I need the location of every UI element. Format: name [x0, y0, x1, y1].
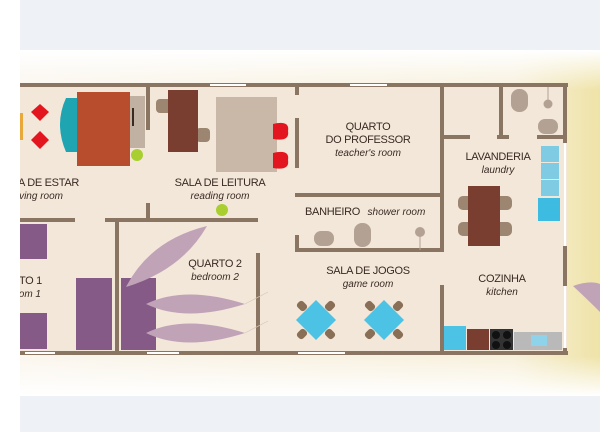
teacher-room-sublabel: teacher's room	[335, 148, 401, 159]
washer-icon	[538, 198, 560, 221]
bathroom-fixtures	[314, 87, 558, 250]
plant-icon	[216, 204, 228, 216]
armchair-icon	[31, 131, 49, 149]
wardrobe-icon	[121, 278, 156, 350]
living-room-furniture	[20, 92, 145, 166]
teacher-room-label-2: DO PROFESSOR	[325, 134, 410, 146]
walls	[20, 83, 568, 355]
bed-icon	[20, 313, 47, 349]
kitchen-furniture	[444, 326, 562, 350]
bedroom-1-furniture	[20, 224, 112, 350]
toilet-icon	[511, 89, 528, 112]
game-table-icon	[296, 300, 336, 340]
chair-icon	[273, 151, 289, 169]
plant-icon	[131, 149, 143, 161]
bathroom-sublabel: shower room	[368, 207, 426, 218]
hammock-icon	[146, 323, 245, 343]
side-table-icon	[20, 113, 23, 140]
sofa-icon	[60, 98, 78, 152]
room-labels: SALA DE ESTAR living room SALA DE LEITUR…	[0, 121, 532, 300]
bathroom-label: BANHEIRO shower room	[305, 202, 425, 219]
hammock-icon	[146, 294, 245, 314]
teacher-room-label-1: QUARTO	[346, 121, 392, 133]
top-band	[20, 0, 600, 50]
sink-icon	[314, 231, 334, 246]
cabinet-icon	[467, 329, 489, 350]
shower-icon	[543, 99, 553, 109]
reading-room-furniture	[156, 90, 289, 216]
fridge-icon	[444, 326, 466, 350]
chair-icon	[273, 122, 289, 140]
reading-room-label: SALA DE LEITURA	[175, 177, 267, 189]
shower-icon	[415, 227, 425, 237]
laundry-sublabel: laundry	[482, 165, 516, 176]
desk-icon	[168, 90, 198, 152]
bed-icon	[20, 224, 47, 259]
reading-room-sublabel: reading room	[191, 191, 250, 202]
shelf-icon	[541, 146, 559, 162]
laundry-label: LAVANDERIA	[465, 151, 531, 163]
windows	[25, 84, 566, 354]
bathroom-name: BANHEIRO	[305, 206, 361, 218]
rug-icon	[77, 92, 130, 166]
laundry-furniture	[458, 146, 560, 246]
game-room-sublabel: game room	[343, 279, 394, 290]
game-room-furniture	[296, 300, 404, 340]
kitchen-sublabel: kitchen	[486, 287, 518, 298]
bottom-band	[20, 396, 600, 432]
bedroom-2-label: QUARTO 2	[188, 258, 242, 270]
game-room-label: SALA DE JOGOS	[326, 265, 410, 277]
wardrobe-icon	[76, 278, 112, 350]
living-room-label: SALA DE ESTAR	[0, 177, 79, 189]
bedroom-1-sublabel: bedroom 1	[0, 289, 41, 300]
sink-icon	[531, 335, 547, 346]
hammock-icon	[126, 226, 207, 287]
game-table-icon	[364, 300, 404, 340]
living-room-sublabel: living room	[15, 191, 63, 202]
bedroom-2-sublabel: bedroom 2	[191, 272, 239, 283]
dining-table-icon	[468, 186, 500, 246]
tree-icon	[573, 282, 600, 312]
armchair-icon	[31, 104, 49, 121]
sink-icon	[538, 119, 558, 134]
toilet-icon	[354, 223, 371, 247]
bedroom-1-label: QUARTO 1	[0, 275, 42, 287]
bedroom-2-furniture	[121, 226, 269, 350]
kitchen-label: COZINHA	[478, 273, 526, 285]
table-icon	[216, 97, 277, 172]
